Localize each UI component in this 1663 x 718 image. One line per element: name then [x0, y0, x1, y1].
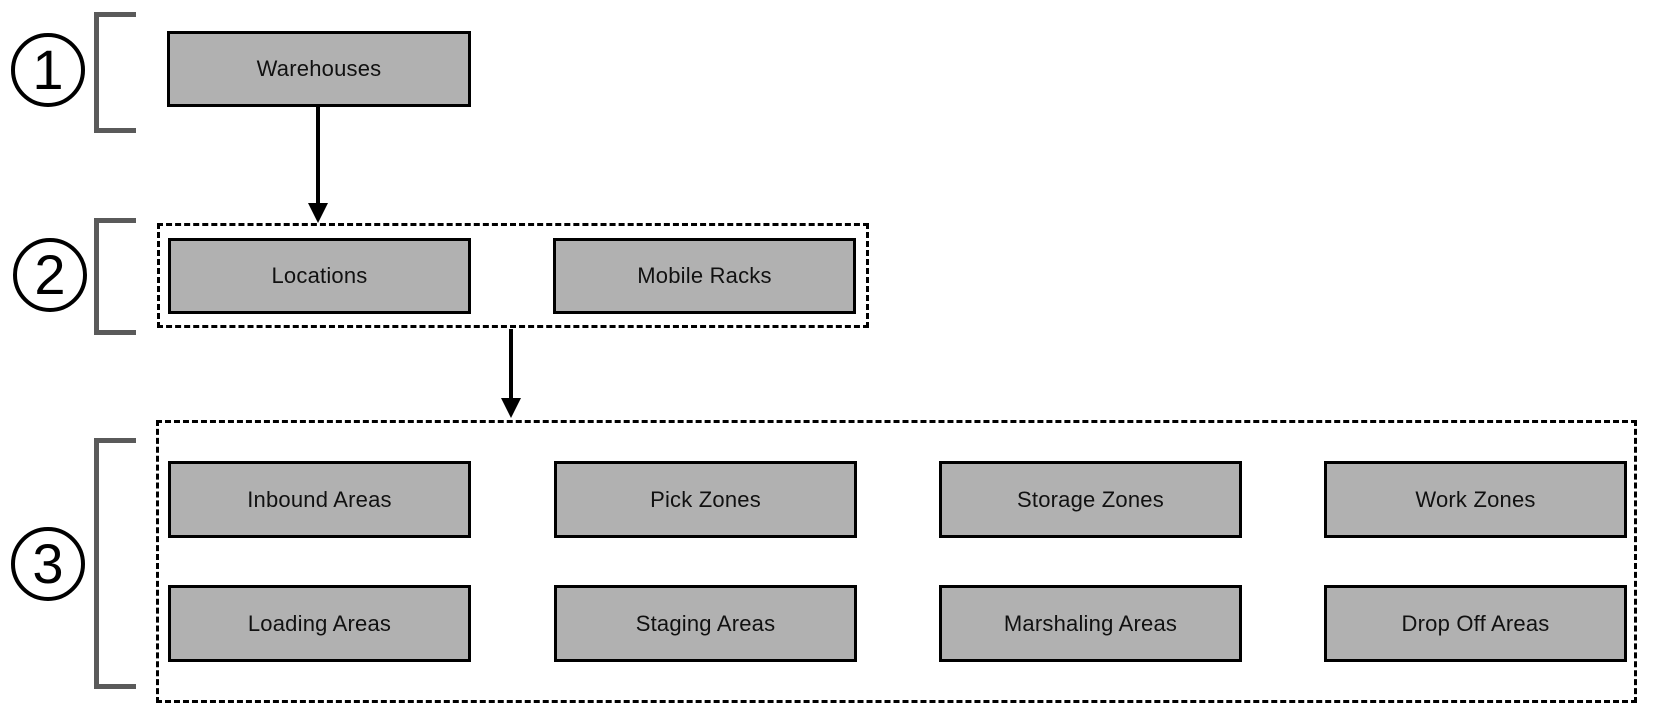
- arrow-warehouses-to-level2-icon: [308, 107, 328, 223]
- level-2-bracket: [94, 218, 136, 335]
- node-marshaling-areas: Marshaling Areas: [939, 585, 1242, 662]
- node-staging-areas: Staging Areas: [554, 585, 857, 662]
- node-marshaling-areas-label: Marshaling Areas: [1003, 610, 1178, 636]
- level-1-bracket: [94, 12, 136, 133]
- arrow-level2-to-level3-icon: [501, 329, 521, 418]
- level-2-number: 2: [34, 243, 66, 306]
- node-drop-off-areas-label: Drop Off Areas: [1401, 610, 1550, 636]
- level-3-number: 3: [32, 532, 64, 595]
- level-3-group-outline: [156, 420, 1637, 703]
- level-2-number-badge: 2: [13, 238, 87, 312]
- node-work-zones-label: Work Zones: [1415, 486, 1536, 512]
- level-3-number-badge: 3: [11, 527, 85, 601]
- node-staging-areas-label: Staging Areas: [635, 610, 776, 636]
- node-pick-zones-label: Pick Zones: [650, 486, 761, 512]
- level-2-group-outline: [157, 223, 869, 328]
- node-storage-zones-label: Storage Zones: [1017, 486, 1164, 512]
- node-mobile-racks-label: Mobile Racks: [637, 263, 772, 288]
- node-locations: Locations: [168, 238, 471, 314]
- node-locations-label: Locations: [271, 263, 368, 288]
- node-pick-zones: Pick Zones: [554, 461, 857, 538]
- node-loading-areas: Loading Areas: [168, 585, 471, 662]
- node-loading-areas-label: Loading Areas: [247, 610, 392, 636]
- level-3-bracket: [94, 438, 136, 689]
- level-1-number: 1: [32, 38, 64, 101]
- node-warehouses: Warehouses: [167, 31, 471, 107]
- level-1-number-badge: 1: [11, 33, 85, 107]
- node-storage-zones: Storage Zones: [939, 461, 1242, 538]
- node-mobile-racks: Mobile Racks: [553, 238, 856, 314]
- node-work-zones: Work Zones: [1324, 461, 1627, 538]
- node-warehouses-label: Warehouses: [256, 56, 382, 81]
- node-inbound-areas-label: Inbound Areas: [247, 486, 392, 512]
- node-drop-off-areas: Drop Off Areas: [1324, 585, 1627, 662]
- node-inbound-areas: Inbound Areas: [168, 461, 471, 538]
